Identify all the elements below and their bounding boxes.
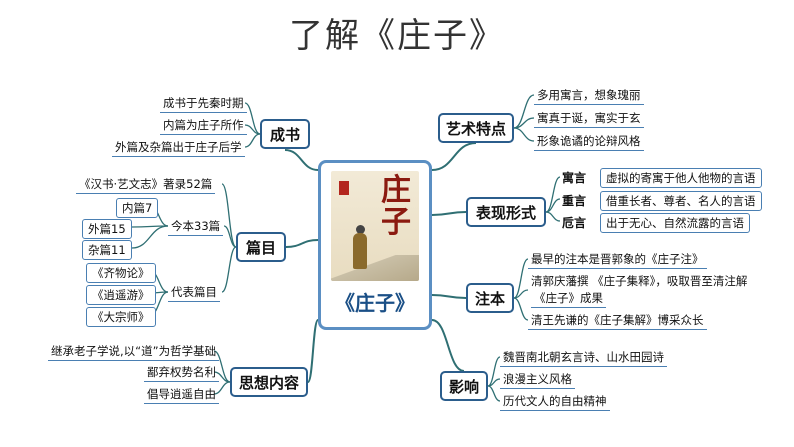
term-zhiyan: 卮言 xyxy=(562,216,587,230)
leaf-pianmu-note: 《汉书·艺文志》著录52篇 xyxy=(76,176,216,194)
desc-zhongyan: 借重长者、尊者、名人的言语 xyxy=(600,191,762,211)
scholar-figure xyxy=(353,233,367,269)
connector-21 xyxy=(213,381,231,395)
branch-yingxiang: 影响 xyxy=(440,371,488,401)
leaf-zapian: 杂篇11 xyxy=(82,240,132,260)
leaf-yingxiang-2: 浪漫主义风格 xyxy=(500,371,575,389)
leaf-sixiang-1: 继承老子学说,以“道”为哲学基础 xyxy=(48,343,220,361)
red-seal-icon xyxy=(339,181,349,195)
leaf-qiwulun: 《齐物论》 xyxy=(86,263,156,283)
branch-biaoxian: 表现形式 xyxy=(466,197,546,227)
leaf-sixiang-3: 倡导逍遥自由 xyxy=(144,386,219,404)
leaf-yingxiang-1: 魏晋南北朝玄言诗、山水田园诗 xyxy=(500,349,667,367)
figure-head xyxy=(356,225,365,234)
leaf-chengshu-1: 成书于先秦时期 xyxy=(160,95,247,113)
connector-27 xyxy=(545,211,561,222)
branch-chengshu: 成书 xyxy=(260,119,310,149)
connector-30 xyxy=(513,297,529,321)
branch-yishu: 艺术特点 xyxy=(438,113,514,143)
branch-sixiang: 思想内容 xyxy=(230,367,308,397)
connector-10 xyxy=(221,183,237,248)
connector-28 xyxy=(513,258,529,299)
leaf-yishu-2: 寓真于诞，寓实于玄 xyxy=(534,110,644,128)
leaf-pianmu-representative: 代表篇目 xyxy=(168,284,220,302)
connector-5 xyxy=(431,294,467,299)
leaf-neipian: 内篇7 xyxy=(116,198,159,218)
desc-zhiyan: 出于无心、自然流露的言语 xyxy=(600,213,750,233)
connector-33 xyxy=(487,385,501,402)
center-node: 庄子 《庄子》 xyxy=(318,160,432,330)
connector-0 xyxy=(284,149,319,171)
connector-1 xyxy=(285,239,319,248)
branch-pianmu: 篇目 xyxy=(236,232,286,262)
leaf-pianmu-current: 今本33篇 xyxy=(168,218,224,236)
leaf-zhuben-2: 清郭庆藩撰 《庄子集释》，吸取晋至清注解 xyxy=(531,274,748,288)
connector-6 xyxy=(431,319,465,372)
landscape-hill xyxy=(331,255,419,281)
connector-2 xyxy=(307,319,319,383)
book-cover-image: 庄子 xyxy=(331,171,419,281)
connector-3 xyxy=(431,142,477,171)
leaf-zhuben-2b: 《庄子》成果 xyxy=(531,290,606,308)
leaf-xiaoyaoyou: 《逍遥游》 xyxy=(86,285,156,305)
connector-12 xyxy=(221,246,237,293)
leaf-zhuben-1: 最早的注本是晋郭象的《庄子注》 xyxy=(528,251,707,269)
connector-22 xyxy=(513,94,535,129)
leaf-yishu-3: 形象诡谲的论辩风格 xyxy=(534,133,644,151)
leaf-dazongshi: 《大宗师》 xyxy=(86,307,156,327)
connector-9 xyxy=(244,133,261,148)
leaf-chengshu-2: 内篇为庄子所作 xyxy=(160,117,247,135)
desc-yuyan: 虚拟的寄寓于他人他物的言语 xyxy=(600,168,762,188)
leaf-zhuben-3: 清王先谦的《庄子集解》博采众长 xyxy=(528,312,707,330)
page-title: 了解《庄子》 xyxy=(289,16,505,56)
leaf-waipian: 外篇15 xyxy=(82,219,132,239)
connector-24 xyxy=(513,127,535,142)
leaf-chengshu-3: 外篇及杂篇出于庄子后学 xyxy=(112,139,245,157)
connector-11 xyxy=(223,225,237,248)
branch-zhuben: 注本 xyxy=(466,283,514,313)
leaf-yishu-1: 多用寓言，想象瑰丽 xyxy=(534,87,644,105)
connector-4 xyxy=(431,211,467,216)
cover-text: 庄子 xyxy=(381,173,411,240)
term-yuyan: 寓言 xyxy=(562,171,587,185)
center-label: 《庄子》 xyxy=(335,291,415,315)
term-zhongyan: 重言 xyxy=(562,194,587,208)
leaf-yingxiang-3: 历代文人的自由精神 xyxy=(500,393,610,411)
connector-15 xyxy=(131,225,169,249)
leaf-sixiang-2: 鄙弃权势名利 xyxy=(144,364,219,382)
